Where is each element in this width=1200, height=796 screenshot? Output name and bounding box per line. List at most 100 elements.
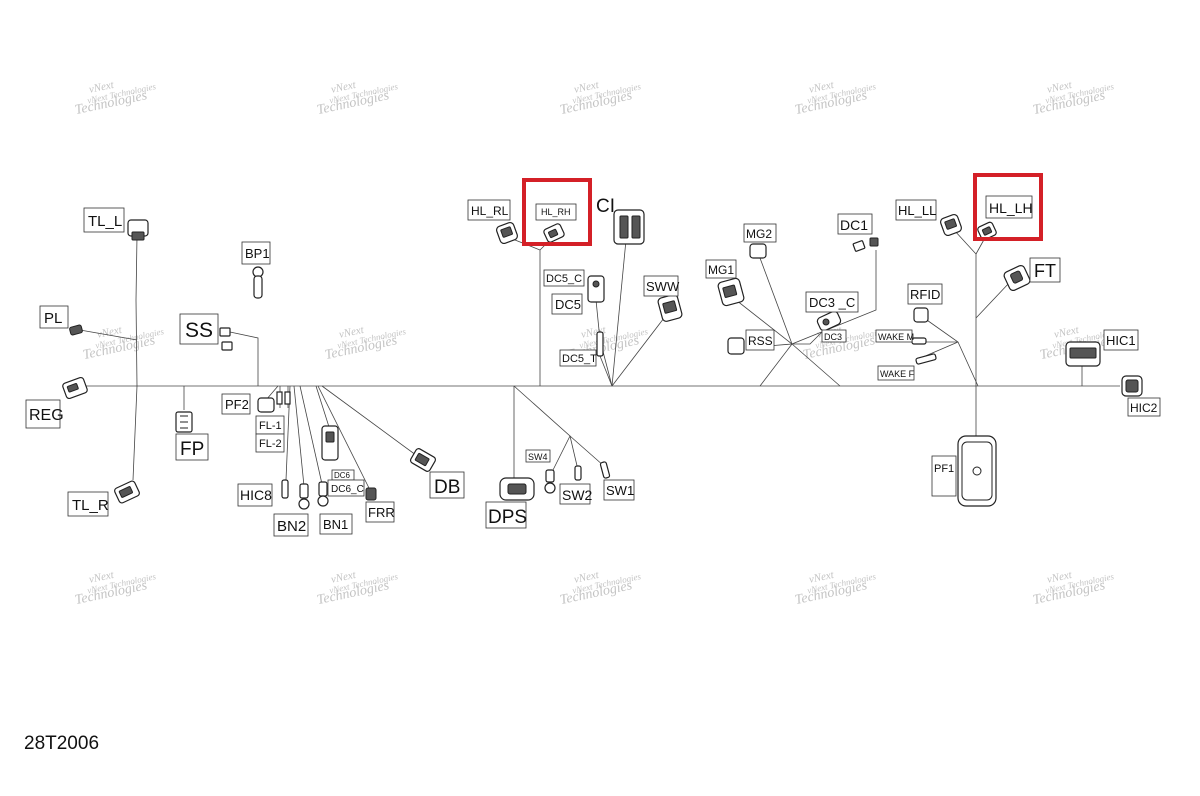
highlight-hl-lh	[973, 173, 1043, 241]
connector-fl1[interactable]	[276, 391, 283, 405]
wire-sw1	[569, 435, 605, 467]
connector-hl-lh[interactable]	[977, 221, 997, 241]
connector-ci[interactable]	[613, 209, 645, 245]
label-wake-m: WAKE M	[875, 329, 914, 343]
connector-fl2[interactable]	[284, 391, 291, 405]
connector-dps[interactable]	[499, 477, 535, 501]
connector-mg2[interactable]	[749, 243, 767, 259]
connector-pf2[interactable]	[257, 397, 275, 413]
connector-fp[interactable]	[175, 411, 193, 433]
svg-text:DB: DB	[434, 477, 460, 498]
connector-dc6[interactable]	[321, 425, 339, 461]
connector-rss[interactable]	[727, 337, 745, 355]
connector-frr[interactable]	[365, 487, 377, 501]
svg-text:WAKE F: WAKE F	[880, 369, 915, 379]
highlight-hl-rh	[522, 178, 592, 246]
svg-text:vNext: vNext	[88, 569, 116, 586]
watermark: vNext Technologies vNext Technologies	[316, 569, 400, 608]
label-dc6-c: DC6_C	[327, 479, 365, 497]
connector-hl-ll[interactable]	[939, 213, 963, 237]
connector-mg1[interactable]	[717, 277, 745, 307]
wire-tl	[132, 235, 138, 481]
wire-frr	[317, 385, 371, 491]
svg-text:FL-2: FL-2	[259, 438, 282, 450]
svg-text:vNext: vNext	[1046, 569, 1074, 586]
wire-sw2	[513, 385, 571, 477]
connector-dc1[interactable]	[852, 237, 879, 252]
wire-bn2	[293, 385, 305, 487]
svg-text:CI: CI	[596, 196, 615, 217]
wire-bn1	[299, 385, 323, 485]
wire-ci	[611, 239, 627, 387]
svg-text:DC3: DC3	[824, 332, 842, 342]
label-rss: RSS	[745, 329, 775, 351]
connector-wake-f[interactable]	[915, 353, 937, 365]
svg-text:HL_LL: HL_LL	[898, 203, 936, 218]
connector-reg[interactable]	[62, 376, 88, 400]
connector-hl-rl[interactable]	[495, 221, 519, 245]
connector-sw1[interactable]	[599, 461, 611, 479]
connector-rfid[interactable]	[913, 307, 929, 323]
connector-bp1[interactable]	[252, 266, 264, 299]
svg-text:vNext: vNext	[808, 79, 836, 96]
connector-ss[interactable]	[219, 327, 233, 351]
connector-tl-l[interactable]	[127, 219, 149, 241]
connector-labels: TL_L PL REG TL_R BP1 SS FP PF2 FL-1 FL-2…	[25, 195, 1161, 537]
connector-hic1[interactable]	[1065, 341, 1101, 367]
svg-text:FT: FT	[1034, 261, 1056, 281]
svg-text:HL_LH: HL_LH	[989, 200, 1033, 216]
label-reg: REG	[25, 399, 64, 429]
watermark: vNext Technologies vNext Technologies	[794, 569, 878, 608]
label-bn2: BN2	[273, 513, 309, 537]
watermark: vNext Technologies vNext Technologies	[794, 79, 878, 118]
label-db: DB	[429, 471, 465, 499]
svg-text:SW1: SW1	[606, 483, 634, 498]
label-mg1: MG1	[705, 259, 737, 279]
connector-bn1[interactable]	[317, 481, 329, 507]
wire-junction-mg	[791, 343, 841, 387]
svg-text:DC6_C: DC6_C	[331, 484, 364, 495]
wire-hl-rl	[509, 237, 541, 386]
label-dc5-t: DC5_T	[559, 349, 597, 367]
svg-text:FP: FP	[180, 439, 204, 460]
svg-text:vNext: vNext	[1053, 324, 1081, 341]
connector-pl[interactable]	[69, 324, 83, 336]
svg-text:RFID: RFID	[910, 287, 940, 302]
label-dc5-c: DC5_C	[543, 269, 585, 287]
connector-sw2[interactable]	[544, 469, 556, 494]
label-hic1: HIC1	[1103, 329, 1139, 351]
svg-text:DC1: DC1	[840, 217, 868, 233]
label-dc5: DC5	[551, 293, 583, 315]
connector-sww[interactable]	[657, 294, 683, 322]
svg-text:SS: SS	[185, 319, 213, 342]
label-ci: CI	[596, 196, 615, 217]
connector-hl-rh[interactable]	[543, 223, 565, 243]
svg-text:DC5_T: DC5_T	[562, 353, 597, 365]
label-hl-rl: HL_RL	[467, 199, 511, 221]
connector-hic2[interactable]	[1121, 375, 1143, 397]
connector-ft[interactable]	[1003, 264, 1031, 291]
connector-dc3[interactable]	[816, 310, 842, 332]
connector-tl-r[interactable]	[114, 480, 141, 504]
svg-text:vNext: vNext	[338, 324, 366, 341]
label-fl2: FL-2	[255, 433, 285, 453]
label-wake-f: WAKE F	[877, 365, 915, 381]
connector-pf1[interactable]	[957, 435, 997, 507]
connector-db[interactable]	[409, 448, 437, 473]
svg-text:MG1: MG1	[708, 263, 734, 277]
connector-hic8[interactable]	[281, 479, 289, 499]
svg-text:PL: PL	[44, 310, 62, 327]
svg-text:BN1: BN1	[323, 517, 348, 532]
connector-sw4[interactable]	[574, 465, 582, 481]
wire-sww	[611, 317, 665, 387]
connector-dc5-t[interactable]	[596, 331, 604, 357]
wire-db	[321, 385, 421, 459]
label-dc6: DC6	[331, 469, 355, 481]
watermark: vNext Technologies vNext Technologies	[559, 569, 643, 608]
connector-bn2[interactable]	[298, 483, 310, 510]
svg-text:vNext: vNext	[573, 79, 601, 96]
svg-text:DPS: DPS	[488, 507, 527, 528]
connector-dc5[interactable]	[587, 275, 605, 303]
label-tl-r: TL_R	[67, 491, 109, 517]
svg-text:FRR: FRR	[368, 505, 395, 520]
